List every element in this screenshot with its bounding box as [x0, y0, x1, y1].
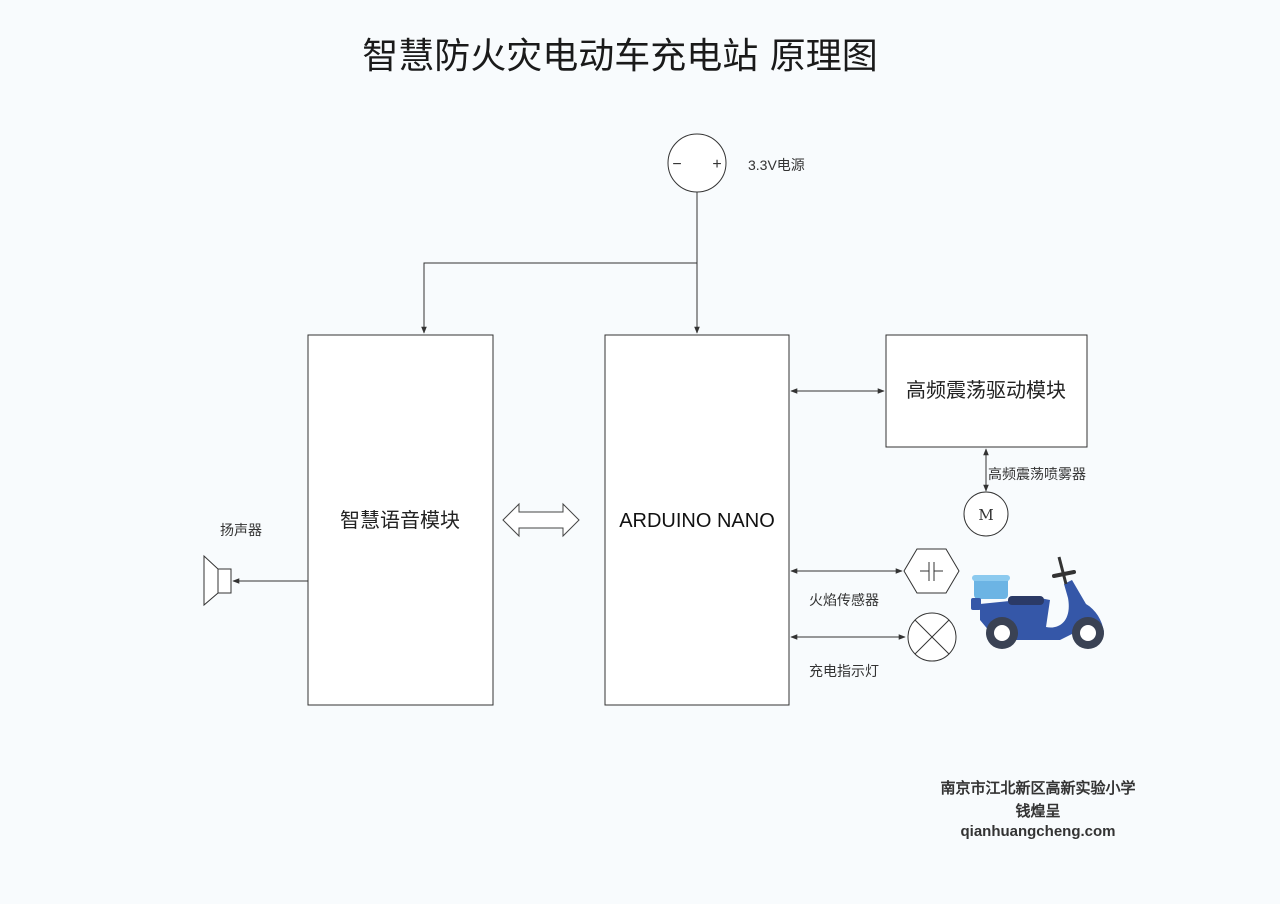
flame-sensor: 火焰传感器 [790, 548, 960, 609]
wire-power-to-voice [421, 262, 697, 334]
power-label: 3.3V电源 [748, 157, 805, 173]
motor-icon [963, 491, 1009, 537]
flame-sensor-icon [903, 548, 960, 594]
scooter-icon [971, 556, 1104, 649]
driver-module-label: 高频震荡驱动模块 [906, 378, 1066, 402]
scooter-icon-box [974, 577, 1008, 599]
lamp-icon-cross-b [914, 619, 950, 655]
driver-module-box [885, 334, 1088, 448]
speaker-icon-body [217, 568, 232, 594]
atomizer-label: 高频震荡喷雾器 [988, 466, 1086, 483]
voice-module: 智慧语音模块 [307, 334, 494, 706]
scooter-icon-front-hub [1080, 625, 1096, 641]
power-source: − + 3.3V电源 [667, 133, 805, 193]
speaker-label: 扬声器 [220, 523, 262, 539]
charge-light-label: 充电指示灯 [809, 664, 879, 680]
driver-module: 高频震荡驱动模块 [790, 334, 1088, 448]
power-minus-sign: − [672, 156, 681, 173]
credit-author: 钱煌呈 [1015, 802, 1060, 820]
voice-module-label: 智慧语音模块 [340, 508, 460, 532]
credit-school: 南京市江北新区高新实验小学 [940, 779, 1135, 797]
credit-website: qianhuangcheng.com [960, 823, 1115, 840]
motor-symbol: M [978, 506, 993, 524]
arduino-label: ARDUINO NANO [619, 510, 775, 532]
scooter-icon-box-lid [972, 575, 1010, 581]
speaker-icon-cone [203, 554, 219, 607]
charge-indicator: 充电指示灯 [790, 612, 957, 680]
scooter-icon-taillight [971, 598, 981, 610]
voice-module-box [307, 334, 494, 706]
scooter-icon-handlebar [1057, 556, 1068, 585]
credits: 南京市江北新区高新实验小学 钱煌呈 qianhuangcheng.com [940, 779, 1135, 840]
speaker: 扬声器 [203, 523, 308, 607]
scooter-icon-rear-hub [994, 625, 1010, 641]
arduino-module: ARDUINO NANO [604, 334, 790, 706]
flame-sensor-label: 火焰传感器 [809, 592, 879, 609]
diagram-title: 智慧防火灾电动车充电站 原理图 [362, 36, 877, 77]
power-wires [421, 192, 700, 334]
atomizer: 高频震荡喷雾器 M [963, 448, 1086, 537]
power-plus-sign: + [712, 156, 721, 173]
scooter-icon-seat [1008, 596, 1044, 605]
arduino-box [604, 334, 790, 706]
scooter-icon-handlebar-grip [1052, 570, 1076, 578]
bidirectional-link-arrow [502, 502, 580, 538]
